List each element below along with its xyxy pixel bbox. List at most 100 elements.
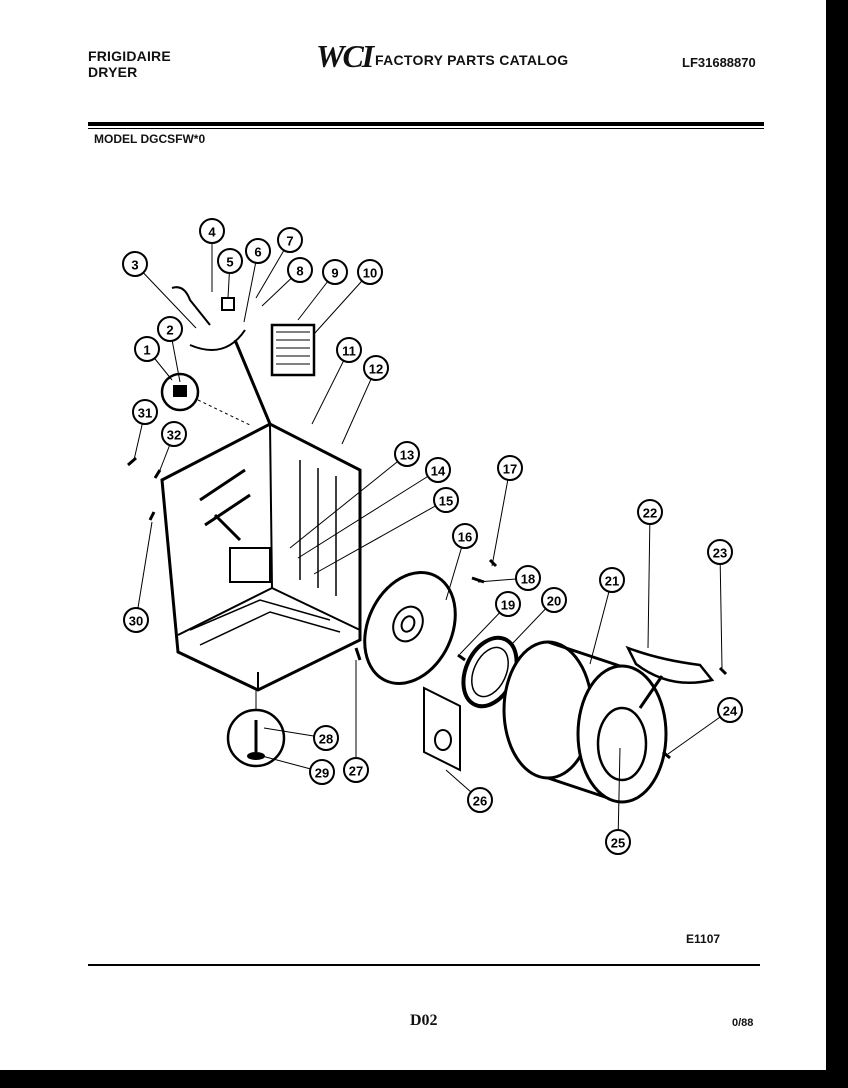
callout-31: 31: [132, 399, 158, 425]
callout-5: 5: [217, 248, 243, 274]
callout-21: 21: [599, 567, 625, 593]
callout-circle: [343, 757, 369, 783]
callout-3: 3: [122, 251, 148, 277]
callout-label: 23: [713, 546, 727, 561]
callout-26: 26: [467, 787, 493, 813]
callout-label: 8: [296, 264, 303, 279]
callout-label: 26: [473, 794, 487, 809]
wci-logo: WCI: [316, 38, 374, 74]
callout-circle: [467, 787, 493, 813]
callout-17: 17: [497, 455, 523, 481]
callout-label: 25: [611, 836, 625, 851]
callout-circle: [157, 316, 183, 342]
callout-25: 25: [605, 829, 631, 855]
callout-circle: [433, 487, 459, 513]
callout-circle: [336, 337, 362, 363]
callout-label: 2: [166, 323, 173, 338]
scan-border-right: [826, 0, 848, 1088]
callout-label: 3: [131, 258, 138, 273]
callout-label: 32: [167, 428, 181, 443]
callout-32: 32: [161, 421, 187, 447]
callout-label: 28: [319, 732, 333, 747]
callout-label: 12: [369, 362, 383, 377]
callout-label: 18: [521, 572, 535, 587]
callout-label: 17: [503, 462, 517, 477]
callout-circle: [497, 455, 523, 481]
diagram-linework: [127, 286, 728, 804]
callout-label: 24: [723, 704, 738, 719]
revision-date: 0/88: [732, 1017, 754, 1029]
callout-circle: [425, 457, 451, 483]
callout-circle: [357, 259, 383, 285]
callout-circle: [277, 227, 303, 253]
callout-label: 30: [129, 614, 143, 629]
callout-label: 9: [331, 266, 338, 281]
callout-circle: [515, 565, 541, 591]
callout-circle: [161, 421, 187, 447]
product-type: DRYER: [88, 64, 138, 80]
callout-label: 15: [439, 494, 453, 509]
callout-circle: [637, 499, 663, 525]
callout-circle: [134, 336, 160, 362]
diagram-code: E1107: [686, 932, 721, 946]
callout-23: 23: [707, 539, 733, 565]
callout-8: 8: [287, 257, 313, 283]
callout-circle: [322, 259, 348, 285]
callout-label: 21: [605, 574, 619, 589]
callout-20: 20: [541, 587, 567, 613]
callout-24: 24: [717, 697, 743, 723]
scan-border-bottom: [0, 1070, 848, 1088]
callout-label: 11: [342, 344, 356, 359]
callout-label: 22: [643, 506, 657, 521]
catalog-title: FACTORY PARTS CATALOG: [375, 52, 569, 68]
callout-circle: [199, 218, 225, 244]
callout-label: 19: [501, 598, 515, 613]
page-number: D02: [410, 1012, 438, 1029]
callout-circle: [245, 238, 271, 264]
callout-circle: [132, 399, 158, 425]
callout-label: 31: [138, 406, 152, 421]
callout-label: 7: [286, 234, 293, 249]
callout-30: 30: [123, 607, 149, 633]
callout-circle: [313, 725, 339, 751]
callout-14: 14: [425, 457, 451, 483]
callout-label: 4: [208, 225, 216, 240]
callout-15: 15: [433, 487, 459, 513]
callout-6: 6: [245, 238, 271, 264]
callout-circle: [217, 248, 243, 274]
callout-label: 29: [315, 766, 329, 781]
callout-9: 9: [322, 259, 348, 285]
brand-name: FRIGIDAIRE: [88, 48, 171, 64]
callout-label: 6: [254, 245, 261, 260]
callout-label: 1: [143, 343, 150, 358]
callout-circle: [394, 441, 420, 467]
callout-label: 16: [458, 530, 472, 545]
callout-19: 19: [495, 591, 521, 617]
callout-circle: [541, 587, 567, 613]
callout-18: 18: [515, 565, 541, 591]
callout-1: 1: [134, 336, 160, 362]
brand-block: FRIGIDAIRE DRYER: [88, 48, 171, 80]
callout-4: 4: [199, 218, 225, 244]
callout-circle: [122, 251, 148, 277]
callout-label: 27: [349, 764, 363, 779]
callout-label: 14: [431, 464, 446, 479]
callout-22: 22: [637, 499, 663, 525]
exploded-parts-diagram: 1234567891011121314151617181920212223242…: [122, 218, 743, 855]
callout-10: 10: [357, 259, 383, 285]
callout-28: 28: [313, 725, 339, 751]
callout-circle: [123, 607, 149, 633]
callout-label: 10: [363, 266, 377, 281]
header-rule-thin: [88, 128, 764, 129]
callout-27: 27: [343, 757, 369, 783]
callout-2: 2: [157, 316, 183, 342]
callout-circle: [707, 539, 733, 565]
callout-label: 20: [547, 594, 561, 609]
callout-label: 13: [400, 448, 414, 463]
callout-circle: [717, 697, 743, 723]
model-label: MODEL DGCSFW*0: [94, 132, 206, 146]
callout-label: 5: [226, 255, 233, 270]
header-rule-thick: [88, 122, 764, 126]
callout-16: 16: [452, 523, 478, 549]
callout-circle: [599, 567, 625, 593]
